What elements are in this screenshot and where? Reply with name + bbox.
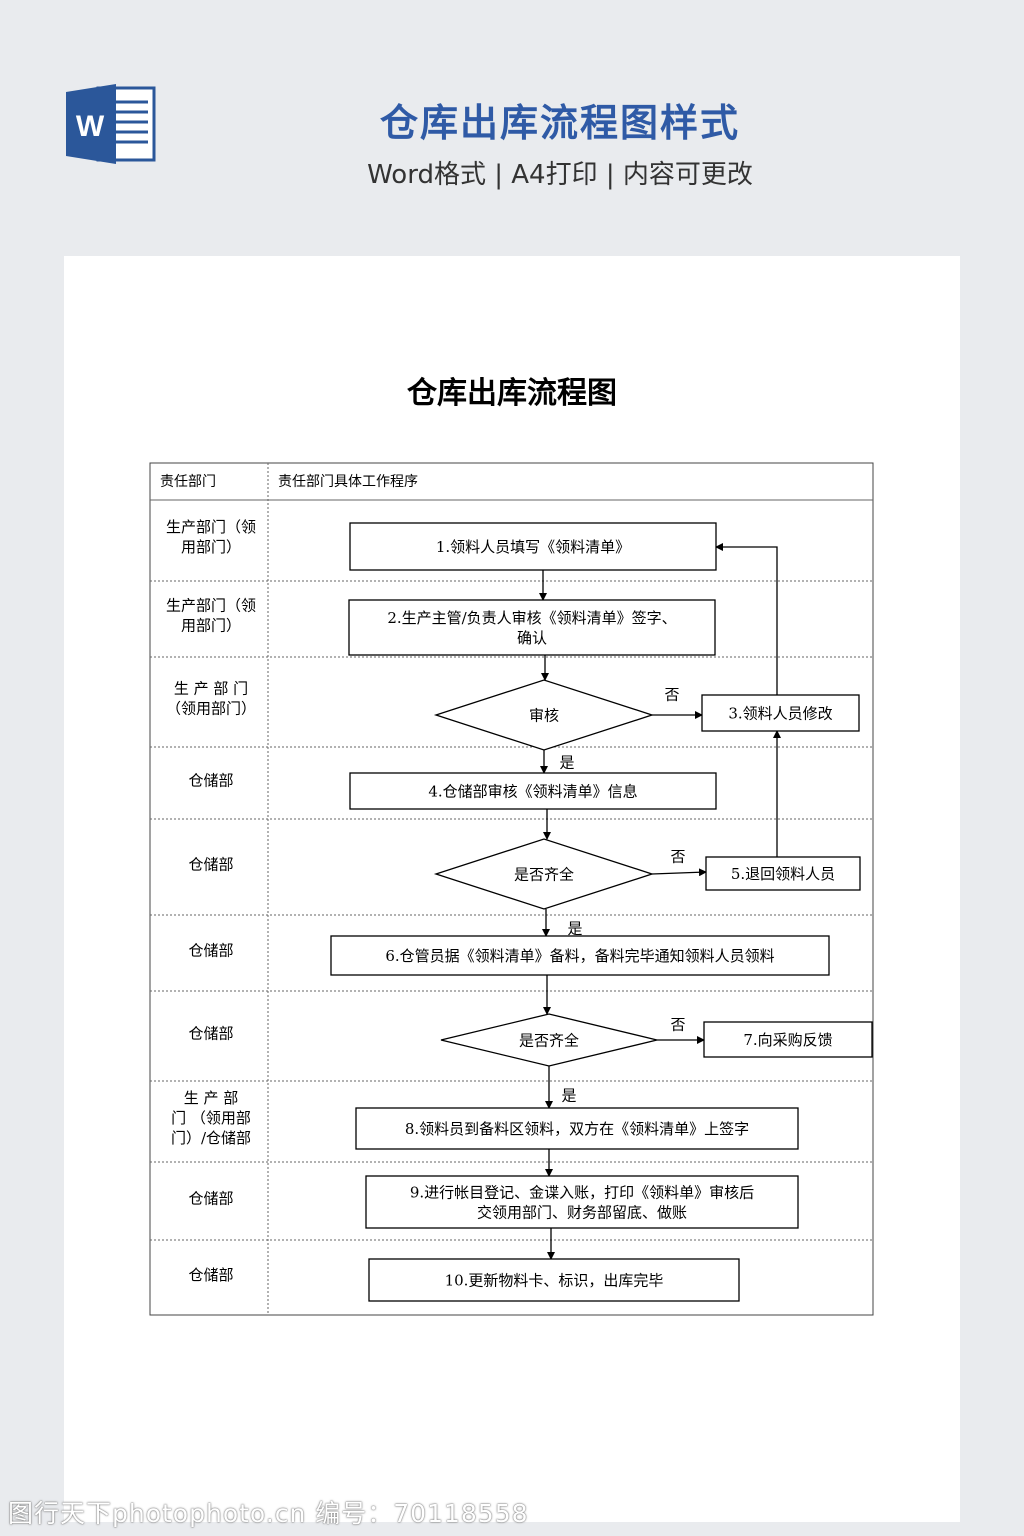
department-label: 用部门）	[181, 538, 241, 556]
process-box-s9	[365, 1175, 799, 1229]
department-label: 仓储部	[188, 1189, 233, 1207]
department-label: 仓储部	[188, 771, 233, 789]
process-text-s1: 1.领料人员填写《领料清单》	[436, 538, 630, 556]
branch-label-yes: 是	[561, 1086, 576, 1104]
watermark: 图行天下photophoto.cn 编号：70118558	[8, 1499, 529, 1528]
department-label: 生 产 部 门	[174, 679, 248, 697]
process-box-s6	[330, 935, 830, 976]
department-label: 生产部门（领	[166, 596, 256, 614]
process-box-s2	[348, 599, 716, 656]
department-label: 用部门）	[181, 616, 241, 634]
decision-diamond-d2	[433, 838, 655, 910]
decision-diamond-d1	[433, 679, 655, 751]
decision-text-d1: 审核	[529, 706, 559, 724]
arrow-s3-s1	[715, 543, 778, 695]
department-label: 生 产 部	[184, 1089, 239, 1107]
branch-label-no: 否	[664, 685, 679, 703]
header-department: 责任部门	[160, 474, 216, 490]
decision-diamond-d3	[440, 1013, 658, 1067]
process-text-s10: 10.更新物料卡、标识，出库完毕	[445, 1271, 664, 1289]
word-icon-letter: W	[76, 110, 105, 143]
process-box-s1	[349, 522, 717, 571]
department-label: 仓储部	[188, 1024, 233, 1042]
branch-label-yes: 是	[567, 919, 582, 937]
department-label: 仓储部	[188, 941, 233, 959]
process-box-s4	[349, 772, 717, 810]
word-icon: W	[66, 84, 156, 164]
branch-label-no: 否	[670, 847, 685, 865]
department-label: 生产部门（领	[166, 518, 256, 536]
process-box-s3	[701, 694, 860, 732]
process-text-s9: 9.进行帐目登记、金谍入账，打印《领料单》审核后	[410, 1183, 754, 1201]
table-frame	[149, 462, 874, 1316]
process-text-s9: 交领用部门、财务部留底、做账	[477, 1203, 687, 1221]
header-title: 仓库出库流程图样式	[379, 101, 740, 145]
process-text-s2: 2.生产主管/负责人审核《领料清单》签字、	[387, 609, 676, 627]
process-box-s5	[705, 856, 861, 891]
decision-text-d2: 是否齐全	[514, 865, 574, 883]
process-box-s7	[703, 1021, 873, 1058]
arrow-d2-s5	[651, 868, 707, 877]
process-text-s3: 3.领料人员修改	[728, 704, 832, 722]
branch-label-no: 否	[670, 1015, 685, 1033]
department-label: 门 （领用部	[171, 1109, 251, 1127]
process-text-s7: 7.向采购反馈	[743, 1031, 832, 1049]
process-box-s10	[368, 1258, 740, 1302]
process-text-s6: 6.仓管员据《领料清单》备料，备料完毕通知领料人员领料	[385, 947, 774, 965]
process-box-s8	[355, 1107, 799, 1150]
header-procedure: 责任部门具体工作程序	[278, 474, 418, 490]
department-label: 门）/仓储部	[171, 1129, 251, 1147]
process-text-s8: 8.领料员到备料区领料，双方在《领料清单》上签字	[405, 1120, 749, 1138]
process-text-s4: 4.仓储部审核《领料清单》信息	[428, 782, 637, 800]
process-text-s5: 5.退回领料人员	[731, 865, 835, 883]
branch-label-yes: 是	[559, 753, 574, 771]
header-subtitle: Word格式 | A4打印 | 内容可更改	[367, 160, 753, 190]
department-label: （领用部门）	[166, 699, 256, 717]
header: W 仓库出库流程图样式 Word格式 | A4打印 | 内容可更改	[0, 0, 1024, 240]
document-title: 仓库出库流程图	[407, 376, 617, 411]
decision-text-d3: 是否齐全	[519, 1031, 579, 1049]
process-text-s2: 确认	[517, 629, 547, 647]
department-label: 仓储部	[188, 855, 233, 873]
department-label: 仓储部	[188, 1266, 233, 1284]
